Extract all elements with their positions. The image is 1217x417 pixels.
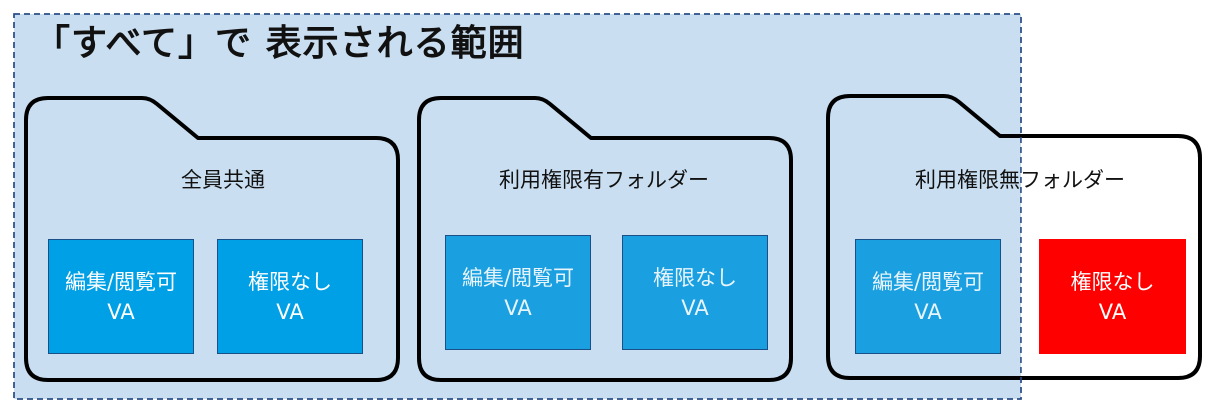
visible-range-border — [13, 13, 1022, 400]
va-box-line1: 権限なし — [248, 269, 332, 294]
va-box-unauthorized-editable: 編集/閲覧可 VA — [855, 239, 1001, 354]
va-box-line1: 編集/閲覧可 — [461, 265, 575, 290]
va-box-unauthorized-noperm: 権限なし VA — [1039, 239, 1186, 354]
va-box-line2: VA — [1098, 299, 1127, 324]
folder-label-unauthorized: 利用権限無フォルダー — [915, 168, 1125, 192]
va-box-line2: VA — [504, 295, 532, 320]
folder-label-authorized: 利用権限有フォルダー — [499, 168, 709, 192]
va-box-line2: VA — [681, 295, 709, 320]
folder-outline-authorized — [417, 96, 793, 382]
va-box-line1: 編集/閲覧可 — [64, 269, 178, 294]
region-title: 「すべて」で 表示される範囲 — [34, 23, 525, 64]
va-box-authorized-noperm: 権限なし VA — [622, 235, 768, 350]
folder-outline-common — [24, 96, 400, 382]
folder-outline-unauthorized — [826, 94, 1202, 380]
folder-label-common: 全員共通 — [181, 168, 265, 192]
va-box-common-noperm: 権限なし VA — [217, 239, 363, 354]
va-box-line2: VA — [914, 299, 942, 324]
va-box-line1: 編集/閲覧可 — [871, 269, 985, 294]
va-box-line1: 権限なし — [653, 265, 737, 290]
va-box-line1: 権限なし — [1070, 269, 1155, 294]
va-box-line2: VA — [107, 299, 135, 324]
va-box-line2: VA — [276, 299, 304, 324]
va-box-authorized-editable: 編集/閲覧可 VA — [445, 235, 591, 350]
va-box-common-editable: 編集/閲覧可 VA — [48, 239, 194, 354]
